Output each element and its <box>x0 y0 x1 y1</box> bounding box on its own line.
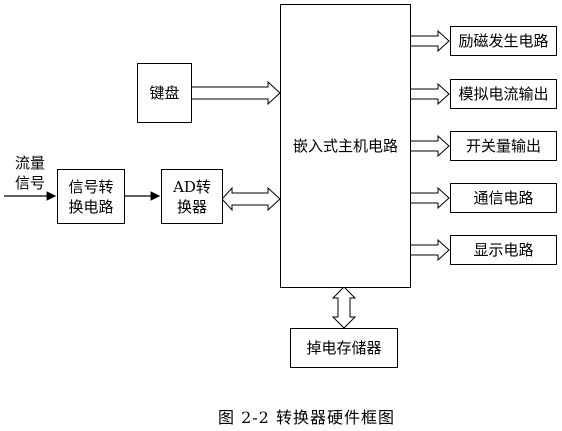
output-block-switch: 开关量输出 <box>450 131 557 161</box>
ad-converter-block: AD转 换器 <box>161 169 223 224</box>
output-label: 通信电路 <box>473 189 534 207</box>
main-storage-bidirectional-arrow <box>331 286 357 329</box>
embedded-main-block: 嵌入式主机电路 <box>280 4 411 288</box>
output-block-excitation: 励磁发生电路 <box>450 26 557 56</box>
output-arrow-2 <box>409 82 450 106</box>
output-arrow-1 <box>409 29 450 53</box>
output-label: 模拟电流输出 <box>458 85 549 103</box>
ad-converter-label: AD转 换器 <box>173 177 211 216</box>
keyboard-block: 键盘 <box>137 63 192 123</box>
keyboard-label: 键盘 <box>149 84 180 102</box>
input-signal-label: 流量 信号 <box>15 154 46 192</box>
ad-main-bidirectional-arrow <box>221 186 281 212</box>
figure-caption: 图 2-2 转换器硬件框图 <box>218 408 395 427</box>
signal-conversion-block: 信号转 换电路 <box>57 169 125 224</box>
output-block-analog-current: 模拟电流输出 <box>450 79 557 109</box>
embedded-main-label: 嵌入式主机电路 <box>292 137 398 155</box>
output-arrow-3 <box>409 134 450 158</box>
output-label: 开关量输出 <box>465 137 541 155</box>
output-label: 励磁发生电路 <box>458 32 549 50</box>
keyboard-to-main-arrow <box>190 80 281 106</box>
power-fail-storage-block: 掉电存储器 <box>290 328 398 368</box>
output-label: 显示电路 <box>473 241 534 259</box>
output-block-communication: 通信电路 <box>450 183 557 213</box>
signal-conversion-label: 信号转 换电路 <box>68 177 114 216</box>
output-arrow-4 <box>409 186 450 210</box>
output-block-display: 显示电路 <box>450 235 557 265</box>
power-fail-storage-label: 掉电存储器 <box>306 339 382 357</box>
output-arrow-5 <box>409 238 450 262</box>
